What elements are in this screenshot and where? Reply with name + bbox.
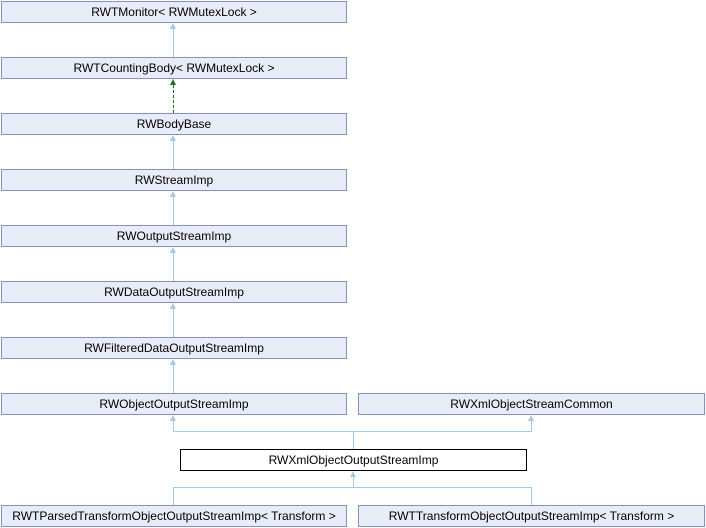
edge-xmloutput-stem: [353, 431, 354, 449]
edge-bodybase-to-countingbody: [173, 85, 174, 113]
arrow-up-head: [170, 191, 176, 197]
class-node-rwobjectoutputstreamimp[interactable]: RWObjectOutputStreamImp: [1, 393, 347, 415]
class-node-label: RWTTransformObjectOutputStreamImp< Trans…: [388, 509, 675, 523]
class-node-rwdataoutputstreamimp[interactable]: RWDataOutputStreamImp: [1, 281, 347, 303]
arrow-up-head: [350, 471, 356, 477]
class-node-rwbodybase[interactable]: RWBodyBase: [1, 113, 347, 135]
arrow-up-head: [170, 415, 176, 421]
arrow-up-head: [170, 247, 176, 253]
class-node-rwtmonitor[interactable]: RWTMonitor< RWMutexLock >: [1, 1, 347, 23]
arrow-up-head: [528, 415, 534, 421]
edge-filtered-to-dataoutput: [173, 309, 174, 337]
class-node-label: RWBodyBase: [136, 117, 212, 131]
class-node-rwoutputstreamimp[interactable]: RWOutputStreamImp: [1, 225, 347, 247]
class-node-rwxmlobjectoutputstreamimp-current: RWXmlObjectOutputStreamImp: [180, 449, 527, 471]
class-node-label: RWXmlObjectOutputStreamImp: [268, 453, 439, 467]
arrow-up-head-dashed: [170, 79, 176, 85]
edge-derived-stem: [353, 477, 354, 487]
edge-xmloutput-to-streamcommon: [531, 421, 532, 431]
edge-objectoutput-to-filtered: [173, 365, 174, 393]
edge-dataoutput-to-output: [173, 253, 174, 281]
arrow-up-head: [170, 303, 176, 309]
arrow-up-head: [170, 23, 176, 29]
class-node-rwstreamimp[interactable]: RWStreamImp: [1, 169, 347, 191]
edge-transform-to-xmloutput: [531, 487, 532, 505]
class-node-label: RWObjectOutputStreamImp: [99, 397, 249, 411]
class-node-label: RWTMonitor< RWMutexLock >: [91, 5, 257, 19]
class-node-rwtcountingbody[interactable]: RWTCountingBody< RWMutexLock >: [1, 57, 347, 79]
class-node-label: RWOutputStreamImp: [116, 229, 232, 243]
class-node-label: RWXmlObjectStreamCommon: [450, 397, 613, 411]
class-node-label: RWFilteredDataOutputStreamImp: [84, 341, 264, 355]
edge-outputstreamimp-to-streamimp: [173, 197, 174, 225]
class-node-rwxmlobjectstreamcommon[interactable]: RWXmlObjectStreamCommon: [358, 393, 705, 415]
class-node-label: RWDataOutputStreamImp: [104, 285, 244, 299]
class-node-rwtparsedtransformobjectoutputstreamimp[interactable]: RWTParsedTransformObjectOutputStreamImp<…: [1, 505, 347, 527]
edge-countingbody-to-monitor: [173, 29, 174, 57]
edge-xmloutput-to-objectoutput: [173, 421, 174, 431]
class-node-label: RWTCountingBody< RWMutexLock >: [73, 61, 275, 75]
arrow-up-head: [170, 135, 176, 141]
edge-xmloutput-branch: [173, 431, 532, 432]
edge-parsedtransform-to-xmloutput: [173, 487, 174, 505]
class-node-rwfiltereddataoutputstreamimp[interactable]: RWFilteredDataOutputStreamImp: [1, 337, 347, 359]
arrow-up-head: [170, 359, 176, 365]
class-node-rwttransformobjectoutputstreamimp[interactable]: RWTTransformObjectOutputStreamImp< Trans…: [358, 505, 705, 527]
class-node-label: RWStreamImp: [134, 173, 214, 187]
edge-derived-branch: [173, 487, 532, 488]
class-node-label: RWTParsedTransformObjectOutputStreamImp<…: [12, 509, 336, 523]
edge-streamimp-to-bodybase: [173, 141, 174, 169]
